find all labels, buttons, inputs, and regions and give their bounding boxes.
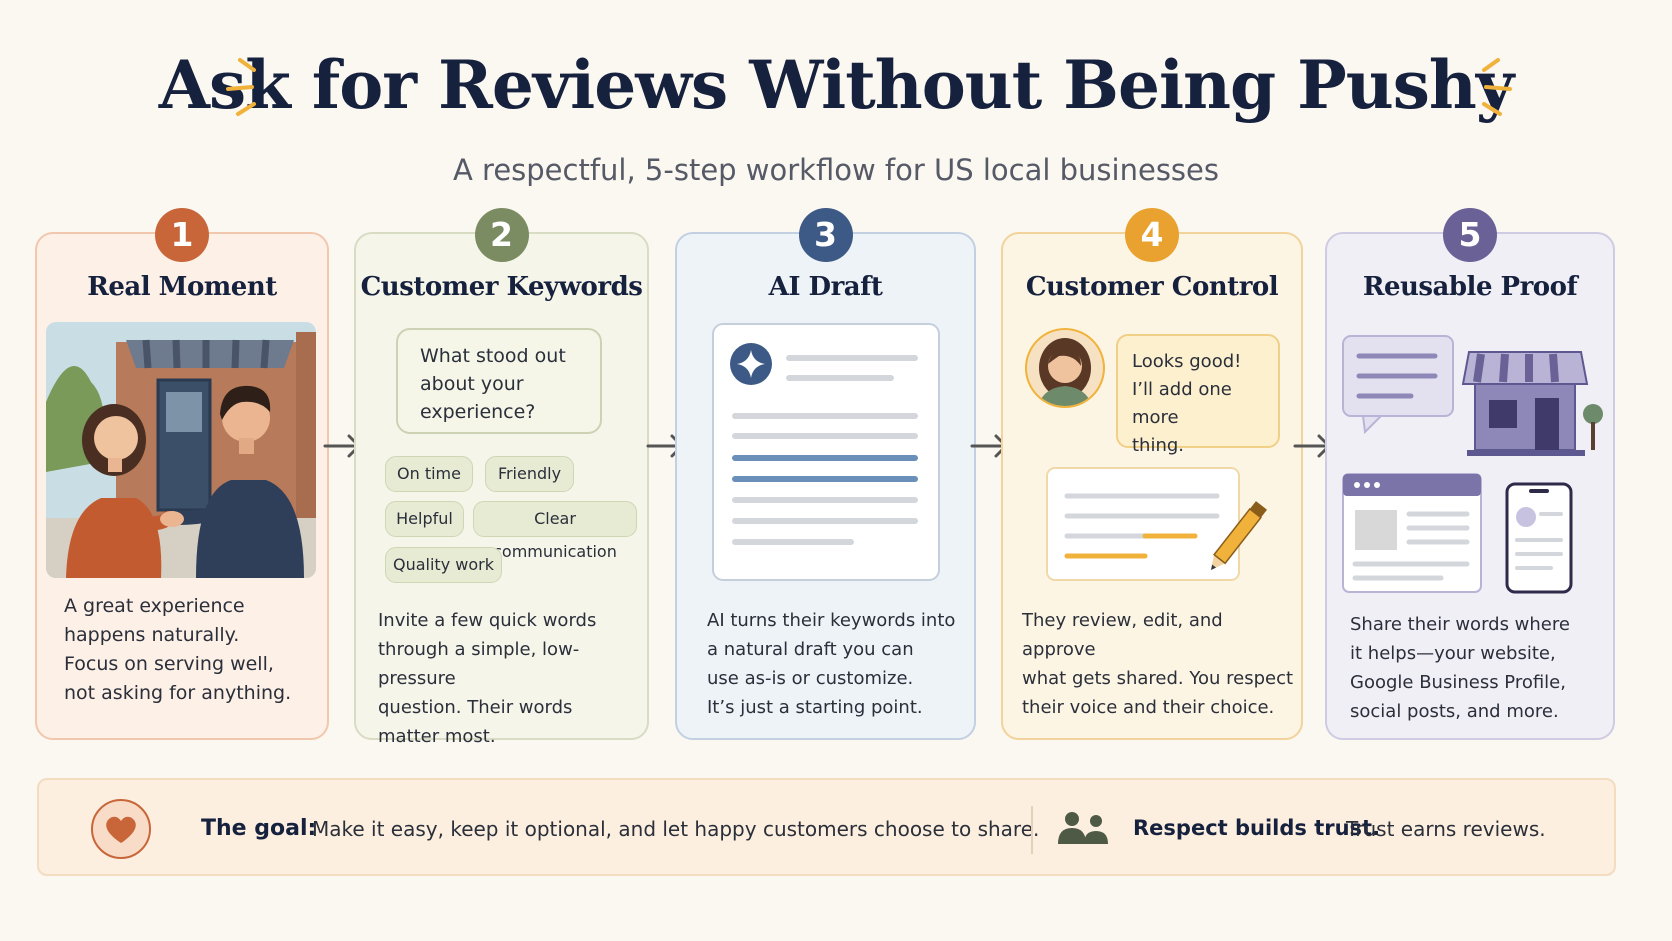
step-card-1: 1 Real Moment A great experien [35,208,329,740]
step-badge-1: 1 [155,208,209,262]
step-badge-3: 3 [798,208,853,262]
step-card-2: 2 Customer Keywords What stood out about… [354,208,649,747]
people-icon [1058,812,1108,844]
step-card-3: 3 AI Draft AI turns their keywords into … [675,208,976,740]
step-description-1: A great experience happens naturally. Fo… [64,595,292,704]
keyword-chip: On time [385,456,473,492]
step-badge-2: 2 [474,208,529,262]
step-badge-5: 5 [1443,208,1497,262]
keyword-chip: Clear communication [473,501,637,561]
reusable-proof-illustration [1342,335,1603,594]
step-card-4: 4 Customer Control Looks good! I’ll add … [1001,208,1303,740]
customer-avatar [1025,328,1105,408]
goal-label: The goal: [201,816,317,841]
goal-text: Make it easy, keep it optional, and let … [312,817,1040,841]
page-title: Ask for Reviews Without Being Pushy [158,46,1514,124]
step-description-4: They review, edit, and approve what gets… [1022,610,1294,718]
ai-draft-document-illustration [712,323,940,581]
step-description-5: Share their words where it helps—your we… [1350,614,1570,722]
step-title-1: Real Moment [87,272,277,302]
footer-divider [1031,806,1033,854]
footer-banner: The goal: Make it easy, keep it optional… [37,778,1616,876]
sparkle-right-icon [1482,58,1512,116]
step-description-3: AI turns their keywords into a natural d… [707,610,956,718]
header: Ask for Reviews Without Being Pushy A re… [0,40,1672,188]
trust-text: Trust earns reviews. [1346,817,1546,841]
heart-icon [91,799,151,859]
step-title-2: Customer Keywords [360,272,643,302]
keyword-chip: Quality work [385,547,502,583]
step-title-4: Customer Control [1025,272,1279,302]
step-title-3: AI Draft [768,272,883,302]
question-bubble: What stood out about your experience? [396,328,602,434]
step-title-5: Reusable Proof [1362,272,1578,302]
customer-reply-bubble: Looks good! I’ll add one more thing. [1116,334,1280,456]
keyword-chip: Helpful [385,501,464,537]
step-description-2: Invite a few quick words through a simpl… [378,610,597,747]
edit-draft-illustration [1046,467,1268,581]
sparkle-left-icon [226,58,256,116]
page-subtitle: A respectful, 5-step workflow for US loc… [452,153,1219,187]
keyword-chip: Friendly [485,456,574,492]
step-badge-4: 4 [1125,208,1179,262]
trust-label: Respect builds trust. [1133,816,1381,840]
handshake-illustration [46,322,316,578]
step-card-5: 5 Reusable Proof [1325,208,1615,740]
